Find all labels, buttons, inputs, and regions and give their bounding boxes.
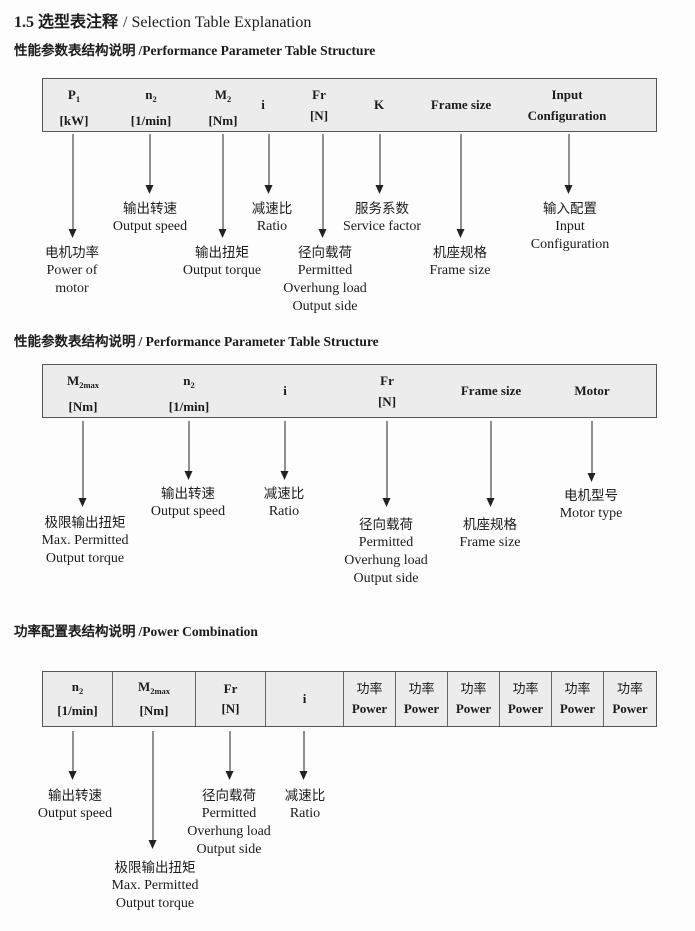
down-arrow-i [264,134,273,194]
arrow-tip-icon [382,498,390,507]
arrow-tip-icon [375,185,383,194]
t3-col-power-6: 功率 Power [612,681,648,716]
callout-power-of-motor: 电机功率 Power of motor [45,245,99,296]
down-arrow-n2 [145,134,154,194]
t2-col-motor: Motor [574,383,610,398]
callout-max-output-torque: 极限输出扭矩 Max. Permitted Output torque [111,860,199,911]
t2-col-i: i [283,383,287,398]
arrow-tip-icon [225,771,233,780]
section1-title: 性能参数表结构说明/Performance Parameter Table St… [14,39,375,59]
callout-output-speed: 输出转速 Output speed [112,201,188,234]
performance-parameter-table-2: M2max [Nm] n2 [1/min] i Fr [N] Frame siz… [42,364,657,418]
down-arrow-fr [318,134,327,238]
t1-col-n2: n2 [1/min] [130,87,172,128]
arrow-tip-icon [264,185,272,194]
down-arrow-fr [225,731,234,780]
arrow-tip-icon [78,498,86,507]
down-arrow-m2max [148,731,157,849]
t2-col-fr: Fr [N] [377,373,397,409]
performance-parameter-table-1: P1 [kW] n2 [1/min] M2 [Nm] i Fr [N] K Fr… [42,78,657,132]
t2-col-frame-size: Frame size [460,383,522,398]
arrow-tip-icon [68,771,76,780]
t3-col-power-2: 功率 Power [396,672,448,726]
down-arrow-frame-size [456,134,465,238]
t2-col-m2max: M2max [Nm] [66,373,100,414]
down-arrow-frame-size [486,421,495,507]
section3-title-zh: 功率配置表结构说明 [14,624,136,639]
callout-service-factor: 服务系数 Service factor [342,201,422,234]
down-arrow-n2 [184,421,193,480]
arrow-tip-icon [456,229,464,238]
t3-col-power-5: 功率 Power [552,672,604,726]
arrow-tip-icon [218,229,226,238]
t1-col-i: i [261,97,265,112]
callout-ratio: 减速比 Ratio [284,788,326,821]
arrow-tip-icon [148,840,156,849]
down-arrow-n2 [68,731,77,780]
callout-output-speed: 输出转速 Output speed [150,486,226,519]
callout-output-torque: 输出扭矩 Output torque [182,245,262,278]
t1-col-frame-size: Frame size [430,97,492,112]
down-arrow-i [299,731,308,780]
section3-title-en: /Power Combination [138,624,258,639]
callout-frame-size: 机座规格 Frame size [429,245,491,278]
arrow-tip-icon [184,471,192,480]
arrow-tip-icon [299,771,307,780]
arrow-tip-icon [587,473,595,482]
section1-title-zh: 性能参数表结构说明 [14,43,136,58]
callout-ratio: 减速比 Ratio [263,486,305,519]
power-combination-table: n2 [1/min] M2max [Nm] Fr [N] i 功率 Power … [42,671,657,727]
down-arrow-m2 [218,134,227,238]
t1-col-input-configuration: Input Configuration [527,87,607,123]
t1-col-fr: Fr [N] [309,87,329,123]
t3-col-i: i [266,672,344,726]
t3-col-n2: n2 [1/min] [43,672,113,726]
arrow-tip-icon [280,471,288,480]
down-arrow-fr [382,421,391,507]
arrow-tip-icon [68,229,76,238]
t3-col-fr: Fr [N] [196,672,266,726]
t2-col-n2: n2 [1/min] [168,373,210,414]
page-title-zh: 1.5 选型表注释 [14,14,119,31]
section3-title: 功率配置表结构说明/Power Combination [14,620,258,640]
t1-col-k: K [373,97,385,112]
section2-title: 性能参数表结构说明/ Performance Parameter Table S… [14,330,379,350]
arrow-tip-icon [318,229,326,238]
arrow-tip-icon [564,185,572,194]
callout-overhung-load: 径向载荷 Permitted Overhung load Output side [187,788,271,857]
page-title: 1.5 选型表注释/ Selection Table Explanation [14,8,311,32]
callout-input-configuration: 输入配置 Input Configuration [530,201,610,252]
callout-max-output-torque: 极限输出扭矩 Max. Permitted Output torque [41,515,129,566]
callout-frame-size: 机座规格 Frame size [459,517,521,550]
down-arrow-m2max [78,421,87,507]
callout-overhung-load: 径向载荷 Permitted Overhung load Output side [344,517,428,586]
t1-col-p1: P1 [kW] [59,87,89,128]
section2-title-en: / Performance Parameter Table Structure [138,334,379,349]
down-arrow-i [280,421,289,480]
down-arrow-motor [587,421,596,482]
down-arrow-k [375,134,384,194]
t3-col-m2max: M2max [Nm] [113,672,196,726]
section2-title-zh: 性能参数表结构说明 [14,334,136,349]
callout-ratio: 减速比 Ratio [251,201,293,234]
callout-overhung-load: 径向载荷 Permitted Overhung load Output side [283,245,367,314]
arrow-tip-icon [145,185,153,194]
section1-title-en: /Performance Parameter Table Structure [138,43,376,58]
t3-col-power-4: 功率 Power [500,672,552,726]
down-arrow-p1 [68,134,77,238]
t1-col-m2: M2 [Nm] [208,87,238,128]
callout-output-speed: 输出转速 Output speed [37,788,113,821]
arrow-tip-icon [486,498,494,507]
page-title-en: / Selection Table Explanation [123,14,312,31]
down-arrow-input-config [564,134,573,194]
callout-motor-type: 电机型号 Motor type [559,488,623,521]
t3-col-power-3: 功率 Power [448,672,500,726]
t3-col-power-1: 功率 Power [344,672,396,726]
